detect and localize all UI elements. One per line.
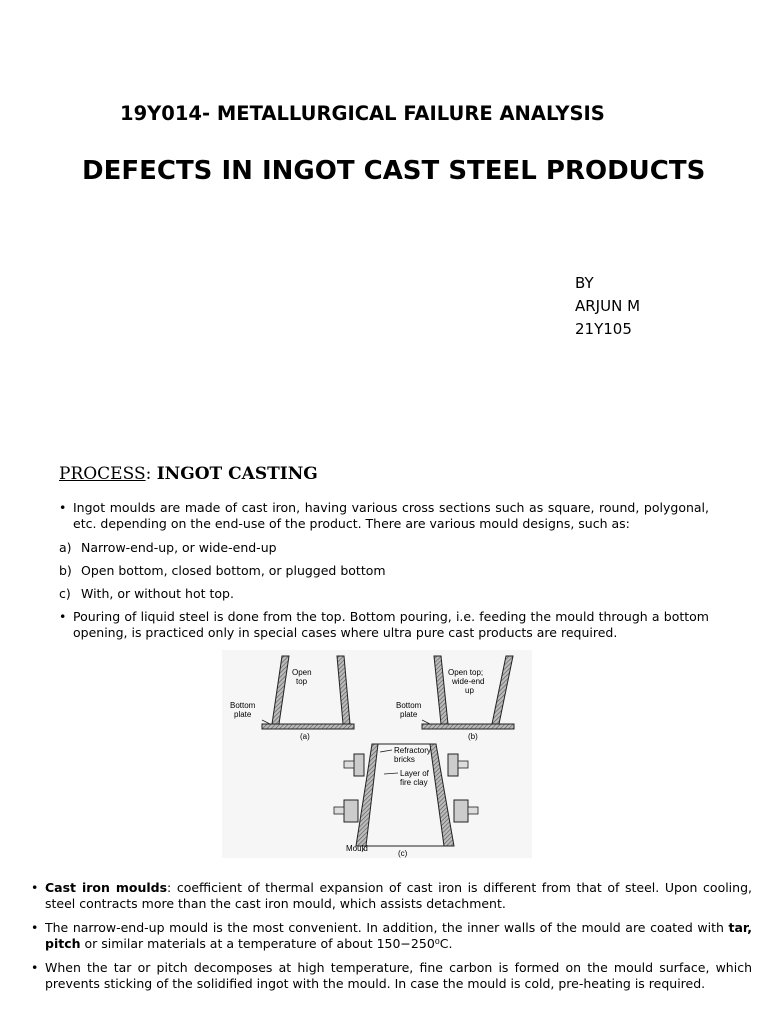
label-bottom-plate-b-line2: plate — [400, 710, 418, 719]
label-bottom-plate-b-line1: Bottom — [396, 701, 422, 710]
bullet-dot: • — [31, 960, 39, 975]
mould-a — [261, 655, 355, 730]
label-fireclay-line1: Layer of — [400, 769, 430, 778]
list-item: b) Open bottom, closed bottom, or plugged… — [59, 563, 709, 579]
bullet-text: Pouring of liquid steel is done from the… — [73, 609, 709, 640]
label-mould: Mould — [346, 844, 368, 853]
bullet-text: : coefficient of thermal expansion of ca… — [45, 880, 752, 911]
bullet-narrow-end-up: • The narrow-end-up mould is the most co… — [31, 920, 752, 951]
label-refractory-line2: bricks — [394, 755, 415, 764]
caption-c: (c) — [398, 849, 408, 858]
author-name: ARJUN M — [575, 297, 641, 315]
author-roll: 21Y105 — [575, 320, 632, 338]
bullet-dot: • — [31, 920, 39, 935]
mould-b — [421, 655, 515, 730]
ingot-mould-diagram: Open top Bottom plate (a) Open top; wide… — [222, 650, 532, 858]
list-text: Narrow-end-up, or wide-end-up — [81, 540, 277, 555]
list-text: Open bottom, closed bottom, or plugged b… — [81, 563, 386, 578]
bullet-text: Ingot moulds are made of cast iron, havi… — [73, 500, 709, 531]
bullet-dot: • — [59, 500, 67, 515]
list-marker: c) — [59, 586, 71, 601]
list-text: With, or without hot top. — [81, 586, 234, 601]
label-open-top-b-line1: Open top; — [448, 668, 483, 677]
section-colon: : — [145, 464, 152, 484]
caption-b: (b) — [468, 732, 478, 741]
bullet-tar-pitch: • When the tar or pitch decomposes at hi… — [31, 960, 752, 991]
label-bottom-plate-a-line1: Bottom — [230, 701, 256, 710]
label-bottom-plate-a-line2: plate — [234, 710, 252, 719]
label-fireclay-line2: fire clay — [400, 778, 428, 787]
bullet-text-post: or similar materials at a temperature of… — [80, 935, 453, 951]
course-title: 19Y014- METALLURGICAL FAILURE ANALYSIS — [120, 102, 605, 125]
bullet-cast-iron-moulds: • Cast iron moulds: coefficient of therm… — [31, 880, 752, 911]
mould-c — [333, 743, 479, 853]
bullet-dot: • — [31, 880, 39, 895]
label-open-top-b-line2: wide-end — [451, 677, 484, 686]
section-label: PROCESS — [59, 464, 146, 484]
label-open-top-line2: top — [296, 677, 308, 686]
bullet-bold-term: Cast iron moulds — [45, 880, 168, 895]
bullet-text-pre: The narrow-end-up mould is the most conv… — [45, 920, 729, 935]
label-open-top-b-line3: up — [465, 686, 474, 695]
bullet-bold-term: tar, pitch — [45, 920, 752, 951]
bullet-text: When the tar or pitch decomposes at high… — [45, 960, 752, 991]
page-title: DEFECTS IN INGOT CAST STEEL PRODUCTS — [82, 156, 706, 186]
section-heading: PROCESS: INGOT CASTING — [59, 464, 318, 484]
caption-a: (a) — [300, 732, 310, 741]
label-open-top-line1: Open — [292, 668, 312, 677]
label-refractory-line1: Refractory — [394, 746, 431, 755]
section-value: INGOT CASTING — [156, 464, 318, 484]
bullet-dot: • — [59, 609, 67, 624]
list-item: c) With, or without hot top. — [59, 586, 709, 602]
list-item: a) Narrow-end-up, or wide-end-up — [59, 540, 709, 556]
author-by: BY — [575, 274, 594, 292]
list-marker: b) — [59, 563, 72, 578]
bullet-ingot-moulds: • Ingot moulds are made of cast iron, ha… — [59, 500, 709, 531]
list-marker: a) — [59, 540, 72, 555]
bullet-pouring: • Pouring of liquid steel is done from t… — [59, 609, 709, 640]
